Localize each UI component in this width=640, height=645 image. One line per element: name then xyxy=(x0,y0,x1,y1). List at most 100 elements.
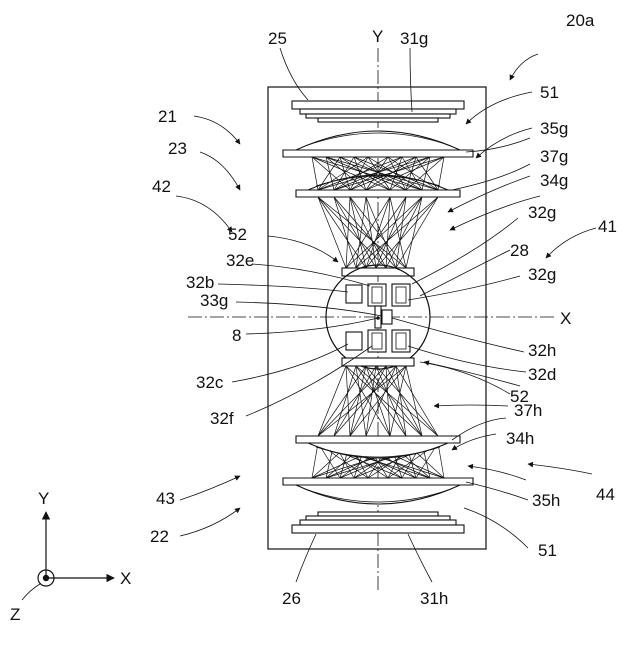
leader-25 xyxy=(280,48,308,100)
label-44: 44 xyxy=(596,485,615,504)
fiber-line xyxy=(366,366,376,436)
label-32g-b: 32g xyxy=(528,265,556,284)
fiber-line xyxy=(366,366,396,436)
fiber-line xyxy=(334,366,376,436)
component-32c xyxy=(346,332,362,350)
label-25: 25 xyxy=(268,29,287,48)
fiber-line xyxy=(438,157,444,190)
top-plate-substrate xyxy=(300,109,456,114)
label-43: 43 xyxy=(156,489,175,508)
label-32g-a: 32g xyxy=(528,203,556,222)
leader-31h xyxy=(408,534,432,582)
lens-35g-dome xyxy=(296,131,460,150)
lens-35h xyxy=(283,478,473,504)
leader-32g-b xyxy=(408,276,520,300)
label-32c: 32c xyxy=(196,373,224,392)
fiber-line xyxy=(346,197,350,268)
label-coord-x: X xyxy=(120,569,131,588)
lens-37g-base xyxy=(296,190,460,197)
leader-37g xyxy=(452,164,530,190)
fiber-line xyxy=(376,197,406,268)
fiber-line xyxy=(366,197,422,268)
bottom-plate-layer xyxy=(306,516,450,520)
label-31h: 31h xyxy=(420,589,448,608)
top-plate-sublayer xyxy=(318,118,438,122)
arrow-43 xyxy=(180,476,240,500)
component-33g xyxy=(382,310,392,324)
leader-32d xyxy=(408,346,526,372)
lens-37h xyxy=(296,436,460,458)
bottom-plate-substrate xyxy=(300,520,456,525)
fiber-line xyxy=(356,197,406,268)
leader-52-bottom xyxy=(420,362,510,394)
lens-35h-base xyxy=(283,478,473,485)
arrow-41 xyxy=(546,228,596,258)
coord-z-dot xyxy=(43,575,49,581)
component-32b xyxy=(346,285,362,303)
label-37g: 37g xyxy=(540,147,568,166)
lens-37h-base xyxy=(296,436,460,443)
fiber-line xyxy=(396,197,438,268)
arrow-23 xyxy=(200,152,240,190)
fiber-line xyxy=(376,366,438,436)
lens-35g-base xyxy=(283,150,473,157)
label-52-top: 52 xyxy=(228,225,247,244)
fiber-line xyxy=(318,197,386,268)
label-20a: 20a xyxy=(566,11,595,30)
label-32e: 32e xyxy=(226,251,254,270)
top-plate-assembly xyxy=(292,101,464,122)
label-32d: 32d xyxy=(528,365,556,384)
label-33g: 33g xyxy=(200,291,228,310)
label-26: 26 xyxy=(282,589,301,608)
label-34g: 34g xyxy=(540,171,568,190)
leader-26 xyxy=(296,534,316,582)
fiber-line xyxy=(318,366,386,436)
fiber-line xyxy=(376,197,438,268)
lens-35h-dome xyxy=(296,485,460,504)
bottom-plate xyxy=(292,525,464,533)
label-51-bottom: 51 xyxy=(538,541,557,560)
leader-32f xyxy=(246,346,372,416)
arrow-44 xyxy=(528,464,592,474)
top-plate-layer xyxy=(306,114,450,118)
label-coord-z: Z xyxy=(10,605,20,624)
label-axis-y: Y xyxy=(372,27,383,46)
label-32b: 32b xyxy=(186,273,214,292)
label-8: 8 xyxy=(232,326,241,345)
label-37h: 37h xyxy=(514,401,542,420)
label-21: 21 xyxy=(158,107,177,126)
fiber-line xyxy=(318,366,406,436)
fiber-line xyxy=(346,366,350,436)
leader-35h xyxy=(466,482,528,500)
label-coord-y: Y xyxy=(38,489,49,508)
arrow-52-bottom xyxy=(424,362,520,386)
coord-z-leader xyxy=(22,584,40,600)
label-28: 28 xyxy=(510,241,529,260)
arrow-35h xyxy=(468,466,526,480)
leader-35g xyxy=(466,138,530,152)
lens-35g xyxy=(283,131,473,157)
fiber-line xyxy=(356,366,366,436)
fiber-line xyxy=(396,366,438,436)
arrow-42 xyxy=(176,196,232,232)
label-41: 41 xyxy=(598,217,617,236)
leader-32b xyxy=(218,284,348,292)
label-32h: 32h xyxy=(528,341,556,360)
bottom-plate-assembly xyxy=(292,512,464,533)
fiber-line xyxy=(312,443,318,478)
arrow-35g xyxy=(476,128,532,158)
arrow-34g-2 xyxy=(450,196,540,230)
label-34h: 34h xyxy=(506,429,534,448)
fiber-line xyxy=(346,197,422,268)
leader-51-bottom xyxy=(464,508,528,548)
label-23: 23 xyxy=(168,139,187,158)
label-31g: 31g xyxy=(400,29,428,48)
arrow-37h xyxy=(434,405,508,406)
label-35g: 35g xyxy=(540,119,568,138)
top-plate xyxy=(292,101,464,109)
label-axis-x: X xyxy=(560,309,571,328)
label-42: 42 xyxy=(152,177,171,196)
arrow-20a xyxy=(510,54,538,80)
